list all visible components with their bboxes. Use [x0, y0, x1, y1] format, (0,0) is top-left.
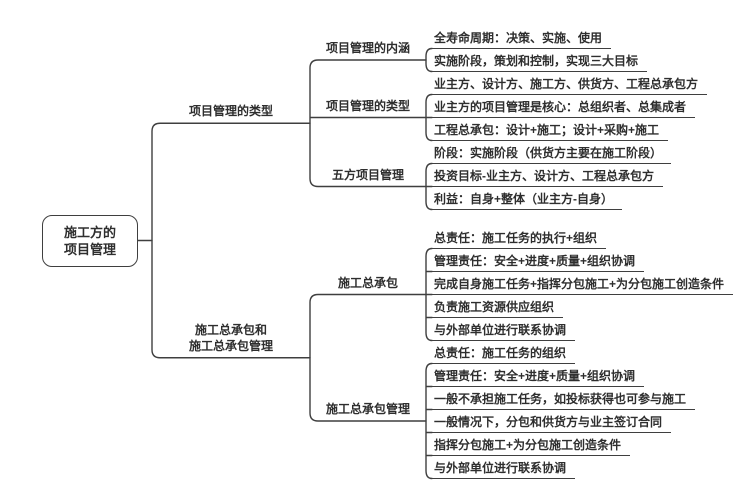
topic-node: 施工总承包管理 — [325, 402, 410, 416]
leaf-node: 完成自身施工任务+指挥分包施工+为分包施工创造条件 — [432, 276, 734, 295]
topic-node: 项目管理的内涵 — [325, 41, 410, 55]
topic-node: 施工总承包 — [337, 275, 398, 290]
leaf-node: 实施阶段，策划和控制，实现三大目标 — [432, 53, 648, 72]
leaf-node: 与外部单位进行联系协调 — [432, 460, 576, 479]
leaf-node: 总责任：施工任务的组织 — [432, 345, 576, 364]
leaf-node: 业主方、设计方、施工方、供货方、工程总承包方 — [432, 76, 708, 95]
leaf-node: 业主方的项目管理是核心：总组织者、总集成者 — [432, 99, 696, 118]
topic-node: 五方项目管理 — [331, 167, 404, 182]
topic-node: 项目管理的类型 — [325, 98, 410, 113]
leaf-node: 指挥分包施工+为分包施工创造条件 — [432, 437, 631, 456]
branch-node: 施工总承包和 施工总承包管理 — [188, 322, 273, 353]
leaf-node: 全寿命周期：决策、实施、使用 — [432, 30, 612, 49]
branch-node: 项目管理的类型 — [188, 104, 273, 119]
leaf-node: 一般情况下，分包和供货方与业主签订合同 — [432, 414, 672, 433]
leaf-node: 投资目标-业主方、设计方、工程总承包方 — [432, 168, 663, 187]
leaf-node: 总责任：施工任务的执行+组织 — [432, 230, 607, 249]
connector — [151, 122, 311, 359]
root-node: 施工方的 项目管理 — [42, 214, 138, 267]
leaf-node: 利益：自身+整体（业主方-自身） — [432, 191, 623, 210]
leaf-node: 工程总承包：设计+施工；设计+采购+施工 — [432, 122, 669, 141]
leaf-node: 管理责任：安全+进度+质量+组织协调 — [432, 253, 645, 272]
leaf-node: 阶段：实施阶段（供货方主要在施工阶段） — [432, 145, 672, 164]
leaf-node: 负责施工资源供应组织 — [432, 299, 564, 318]
leaf-node: 与外部单位进行联系协调 — [432, 322, 576, 341]
leaf-node: 一般不承担施工任务，如投标获得也可参与施工 — [432, 391, 696, 410]
leaf-node: 管理责任：安全+进度+质量+组织协调 — [432, 368, 645, 387]
